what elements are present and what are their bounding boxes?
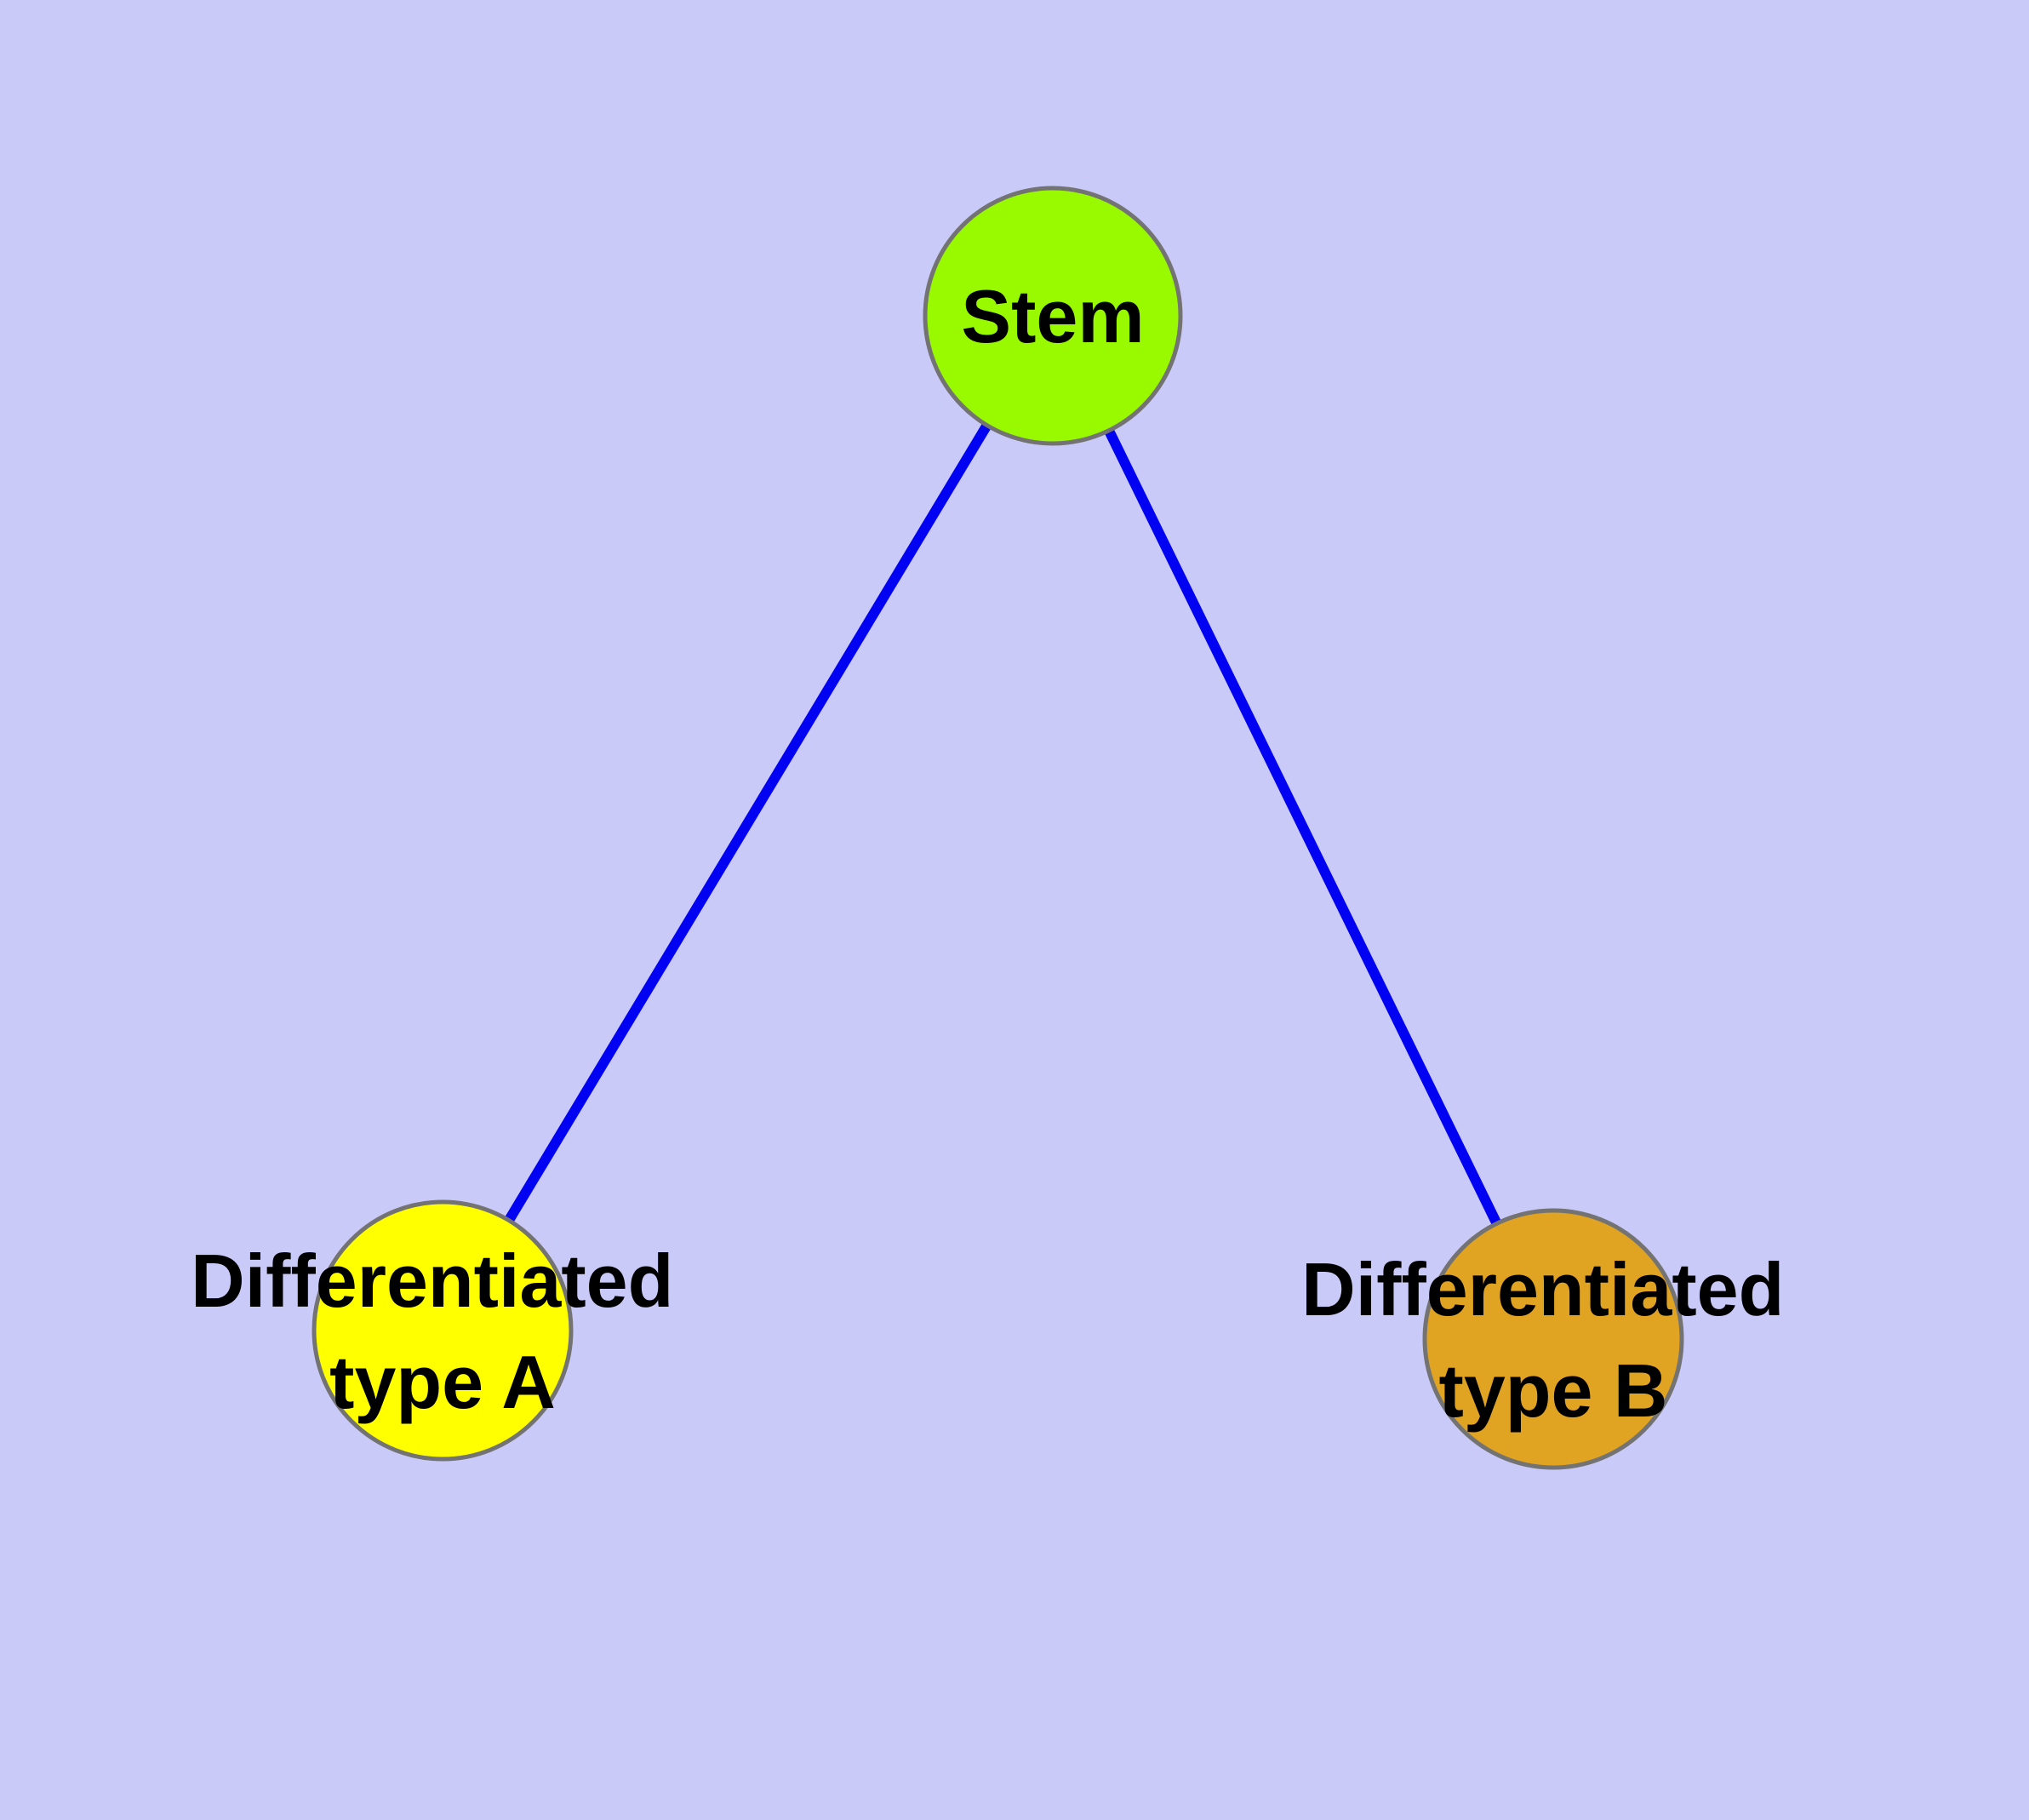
node-stem-circle [923, 186, 1183, 446]
node-type-a-label-line1: Differentiated [191, 1239, 673, 1323]
node-type-a-label: Differentiated type A [191, 1239, 694, 1424]
node-type-b-label-line2: type B [1439, 1348, 1668, 1433]
node-type-b-circle [1422, 1208, 1684, 1470]
node-type-a-label-line2: type A [329, 1340, 556, 1424]
node-stem-label: Stem [961, 274, 1144, 358]
node-type-b-label-line1: Differentiated [1301, 1247, 1784, 1331]
node-type-a-circle [311, 1199, 574, 1462]
edge-stem-to-type-b [1048, 313, 1558, 1342]
node-type-b-label: Differentiated type B [1301, 1247, 1805, 1433]
edge-stem-to-type-a [437, 312, 1058, 1334]
node-stem-label-text: Stem [961, 274, 1144, 358]
